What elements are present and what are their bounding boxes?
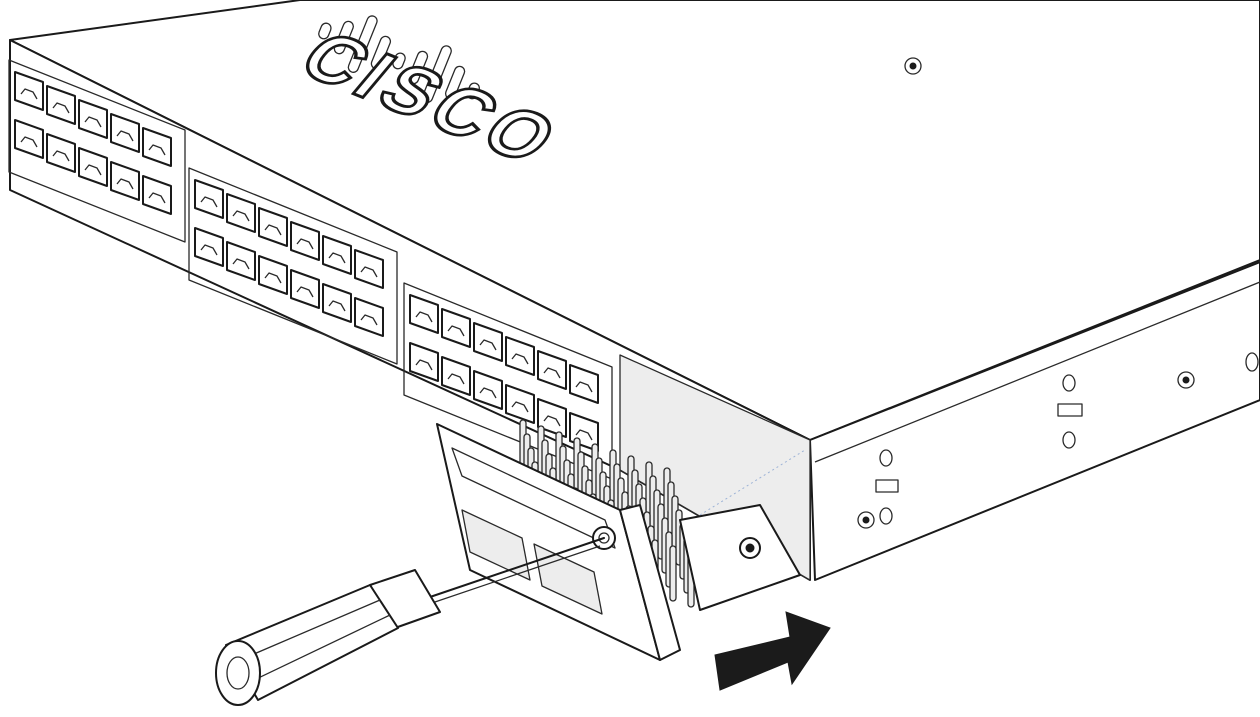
rj45-port-clip: [543, 367, 561, 379]
heatsink-fin: [669, 545, 677, 602]
insert-direction-arrow-icon: [714, 611, 831, 691]
rj45-port-clip: [52, 102, 70, 114]
rj45-port-clip: [511, 401, 529, 413]
rj45-port-clip: [479, 339, 497, 351]
rj45-port-clip: [232, 258, 250, 270]
rj45-port-clip: [20, 136, 38, 148]
rj45-port-clip: [84, 116, 102, 128]
rj45-port-clip: [415, 311, 433, 323]
rj45-port-clip: [52, 150, 70, 162]
rj45-port-clip: [479, 387, 497, 399]
rj45-port-clip: [264, 272, 282, 284]
rj45-port-clip: [575, 381, 593, 393]
rj45-port-clip: [360, 314, 378, 326]
cisco-bridge-logo-icon: [318, 15, 481, 103]
module-uplink-ports: [461, 509, 603, 615]
module-faceplate-edge: [619, 504, 681, 661]
rj45-port-clip: [575, 429, 593, 441]
screwdriver-shaft: [429, 537, 605, 598]
chassis-side-panel: [809, 261, 1260, 581]
rj45-port-clip: [200, 244, 218, 256]
handle-ridge-1: [239, 599, 381, 661]
rj45-port-clip: [328, 252, 346, 264]
module-side-bracket: [679, 504, 801, 611]
rj45-port-clip: [84, 164, 102, 176]
rj45-port-clip: [116, 178, 134, 190]
uplink-port: [533, 543, 603, 615]
rj45-port-groups: [8, 59, 613, 480]
rj45-port-clip: [264, 224, 282, 236]
uplink-port: [461, 509, 531, 581]
rj45-port-clip: [447, 373, 465, 385]
rj45-port-clip: [296, 286, 314, 298]
handle-ridge-2: [249, 614, 391, 683]
rj45-port-clip: [296, 238, 314, 250]
rj45-port-clip: [148, 192, 166, 204]
rj45-port-clip: [116, 130, 134, 142]
port-group-frame: [188, 167, 398, 365]
alignment-guide-line: [699, 449, 806, 516]
bracket-screw-icon: [739, 537, 761, 559]
screwdriver-handle-cap: [226, 656, 250, 690]
port-group-frame: [8, 59, 186, 243]
rj45-port-clip: [148, 144, 166, 156]
screwdriver-shaft-shadow: [431, 545, 601, 604]
side-edge-line: [814, 281, 1260, 463]
rj45-port-clip: [415, 359, 433, 371]
rj45-port-clip: [328, 300, 346, 312]
module-upper-slot: [451, 447, 616, 549]
screwdriver-icon: [215, 537, 605, 706]
rj45-port-clip: [200, 196, 218, 208]
top-screw-icon: [904, 57, 922, 75]
network-module: [436, 419, 801, 661]
rj45-port-clip: [543, 415, 561, 427]
rj45-port-clip: [20, 88, 38, 100]
rj45-port-clip: [447, 325, 465, 337]
screwdriver-handle-end: [215, 640, 261, 706]
rj45-port-clip: [232, 210, 250, 222]
rj45-port-clip: [511, 353, 529, 365]
side-panel-holes: [857, 352, 1259, 529]
rj45-port-clip: [360, 266, 378, 278]
